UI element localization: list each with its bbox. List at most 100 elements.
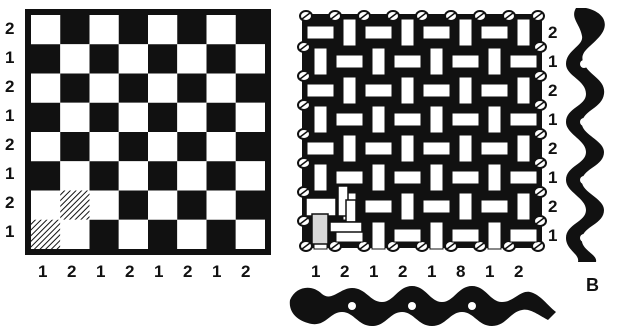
woven-board-strip (401, 135, 414, 162)
woven-board-strip (488, 164, 501, 191)
woven-board-row-label: 1 (548, 168, 557, 187)
woven-board-row-label: 1 (548, 110, 557, 129)
woven-board-strip (510, 113, 537, 126)
woven-board-strip (365, 26, 392, 39)
woven-board-row-label: 2 (548, 23, 557, 42)
checkerboard-square (60, 15, 89, 44)
woven-board-col-label: 1 (311, 262, 320, 281)
woven-board-col-label: 8 (456, 262, 465, 281)
checkerboard-square (236, 15, 265, 44)
checkerboard-square (207, 191, 236, 220)
checkerboard-square (90, 74, 119, 103)
woven-board-strip (459, 77, 472, 104)
checkerboard-square (31, 74, 60, 103)
checkerboard-col-label: 2 (125, 262, 134, 281)
woven-board-col-label: 1 (369, 262, 378, 281)
checkerboard-row-label: 1 (5, 106, 14, 125)
checkerboard-square (31, 44, 60, 73)
woven-board-strip (423, 26, 450, 39)
checkerboard-square (31, 161, 60, 190)
woven-board-strip (517, 77, 530, 104)
checkerboard-square (31, 103, 60, 132)
woven-board-strip (481, 142, 508, 155)
checkerboard-square (207, 74, 236, 103)
checkerboard-col-label: 1 (154, 262, 163, 281)
checkerboard-square (177, 15, 206, 44)
checkerboard-square (90, 161, 119, 190)
woven-board-strip (481, 84, 508, 97)
checkerboard-square (119, 220, 148, 249)
woven-board-strip (510, 229, 537, 242)
checkerboard-square (177, 191, 206, 220)
woven-board-strip (488, 222, 501, 249)
woven-board-row-label: 2 (548, 197, 557, 216)
checkerboard-square (119, 161, 148, 190)
woven-board-col-label: 1 (427, 262, 436, 281)
checkerboard-square (31, 220, 60, 249)
checkerboard-squares (31, 15, 265, 249)
checkerboard-col-labels: 1 2 1 2 1 2 1 2 (38, 262, 250, 281)
woven-board-strip (314, 164, 327, 191)
checkerboard-square (90, 44, 119, 73)
checkerboard-square (60, 74, 89, 103)
checkerboard-row-label: 2 (5, 77, 14, 96)
checkerboard-square (90, 191, 119, 220)
checkerboard-square (119, 103, 148, 132)
woven-board-strip (430, 164, 443, 191)
woven-board-strip (430, 106, 443, 133)
woven-board-strip (336, 113, 363, 126)
checkerboard-square (177, 132, 206, 161)
woven-board-strip (372, 48, 385, 75)
woven-board-strip (372, 222, 385, 249)
checkerboard-row-label: 2 (5, 19, 14, 38)
strip-label-b: B (586, 275, 599, 295)
checkerboard-col-label: 2 (67, 262, 76, 281)
woven-board-strip (430, 222, 443, 249)
checkerboard-square (119, 44, 148, 73)
checkerboard-col-label: 1 (212, 262, 221, 281)
woven-board-strip (481, 200, 508, 213)
woven-board: 2 1 2 1 2 1 2 1 1 2 1 2 1 8 1 2 (298, 11, 557, 281)
vertical-wavy-strip-shape (566, 8, 605, 262)
checkerboard-square (90, 15, 119, 44)
checkerboard-square (177, 44, 206, 73)
checkerboard-square (148, 132, 177, 161)
woven-board-strip (394, 113, 421, 126)
woven-board-col-label: 2 (398, 262, 407, 281)
woven-board-strip (343, 77, 356, 104)
woven-board-strip (365, 200, 392, 213)
woven-board-strip (517, 19, 530, 46)
checkerboard-square (90, 132, 119, 161)
woven-board-strip (423, 200, 450, 213)
checkerboard-square (207, 44, 236, 73)
checkerboard-square (148, 220, 177, 249)
checkerboard-square (119, 191, 148, 220)
checkerboard-col-label: 1 (38, 262, 47, 281)
checkerboard-square (236, 191, 265, 220)
woven-board-strip (481, 26, 508, 39)
checkerboard-square (236, 44, 265, 73)
checkerboard-square (236, 161, 265, 190)
woven-board-strip (307, 84, 334, 97)
checkerboard-row-label: 1 (5, 164, 14, 183)
woven-board-col-label: 2 (340, 262, 349, 281)
checkerboard-square (236, 220, 265, 249)
woven-board-row-label: 2 (548, 81, 557, 100)
checkerboard-square (207, 161, 236, 190)
woven-board-strip (459, 19, 472, 46)
checkerboard-square (119, 74, 148, 103)
checkerboard-square (207, 103, 236, 132)
woven-board-strip (517, 135, 530, 162)
checkerboard-square (60, 103, 89, 132)
woven-board-strip (307, 142, 334, 155)
checkerboard-square (119, 15, 148, 44)
woven-board-strip (423, 142, 450, 155)
woven-board-row-label: 1 (548, 226, 557, 245)
vertical-wavy-strip: B (566, 8, 605, 295)
horizontal-wavy-strip (290, 286, 556, 326)
woven-board-strip (365, 84, 392, 97)
checkerboard-col-label: 2 (183, 262, 192, 281)
checkerboard-square (148, 103, 177, 132)
woven-board-strip (336, 171, 363, 184)
checkerboard-square (60, 220, 89, 249)
